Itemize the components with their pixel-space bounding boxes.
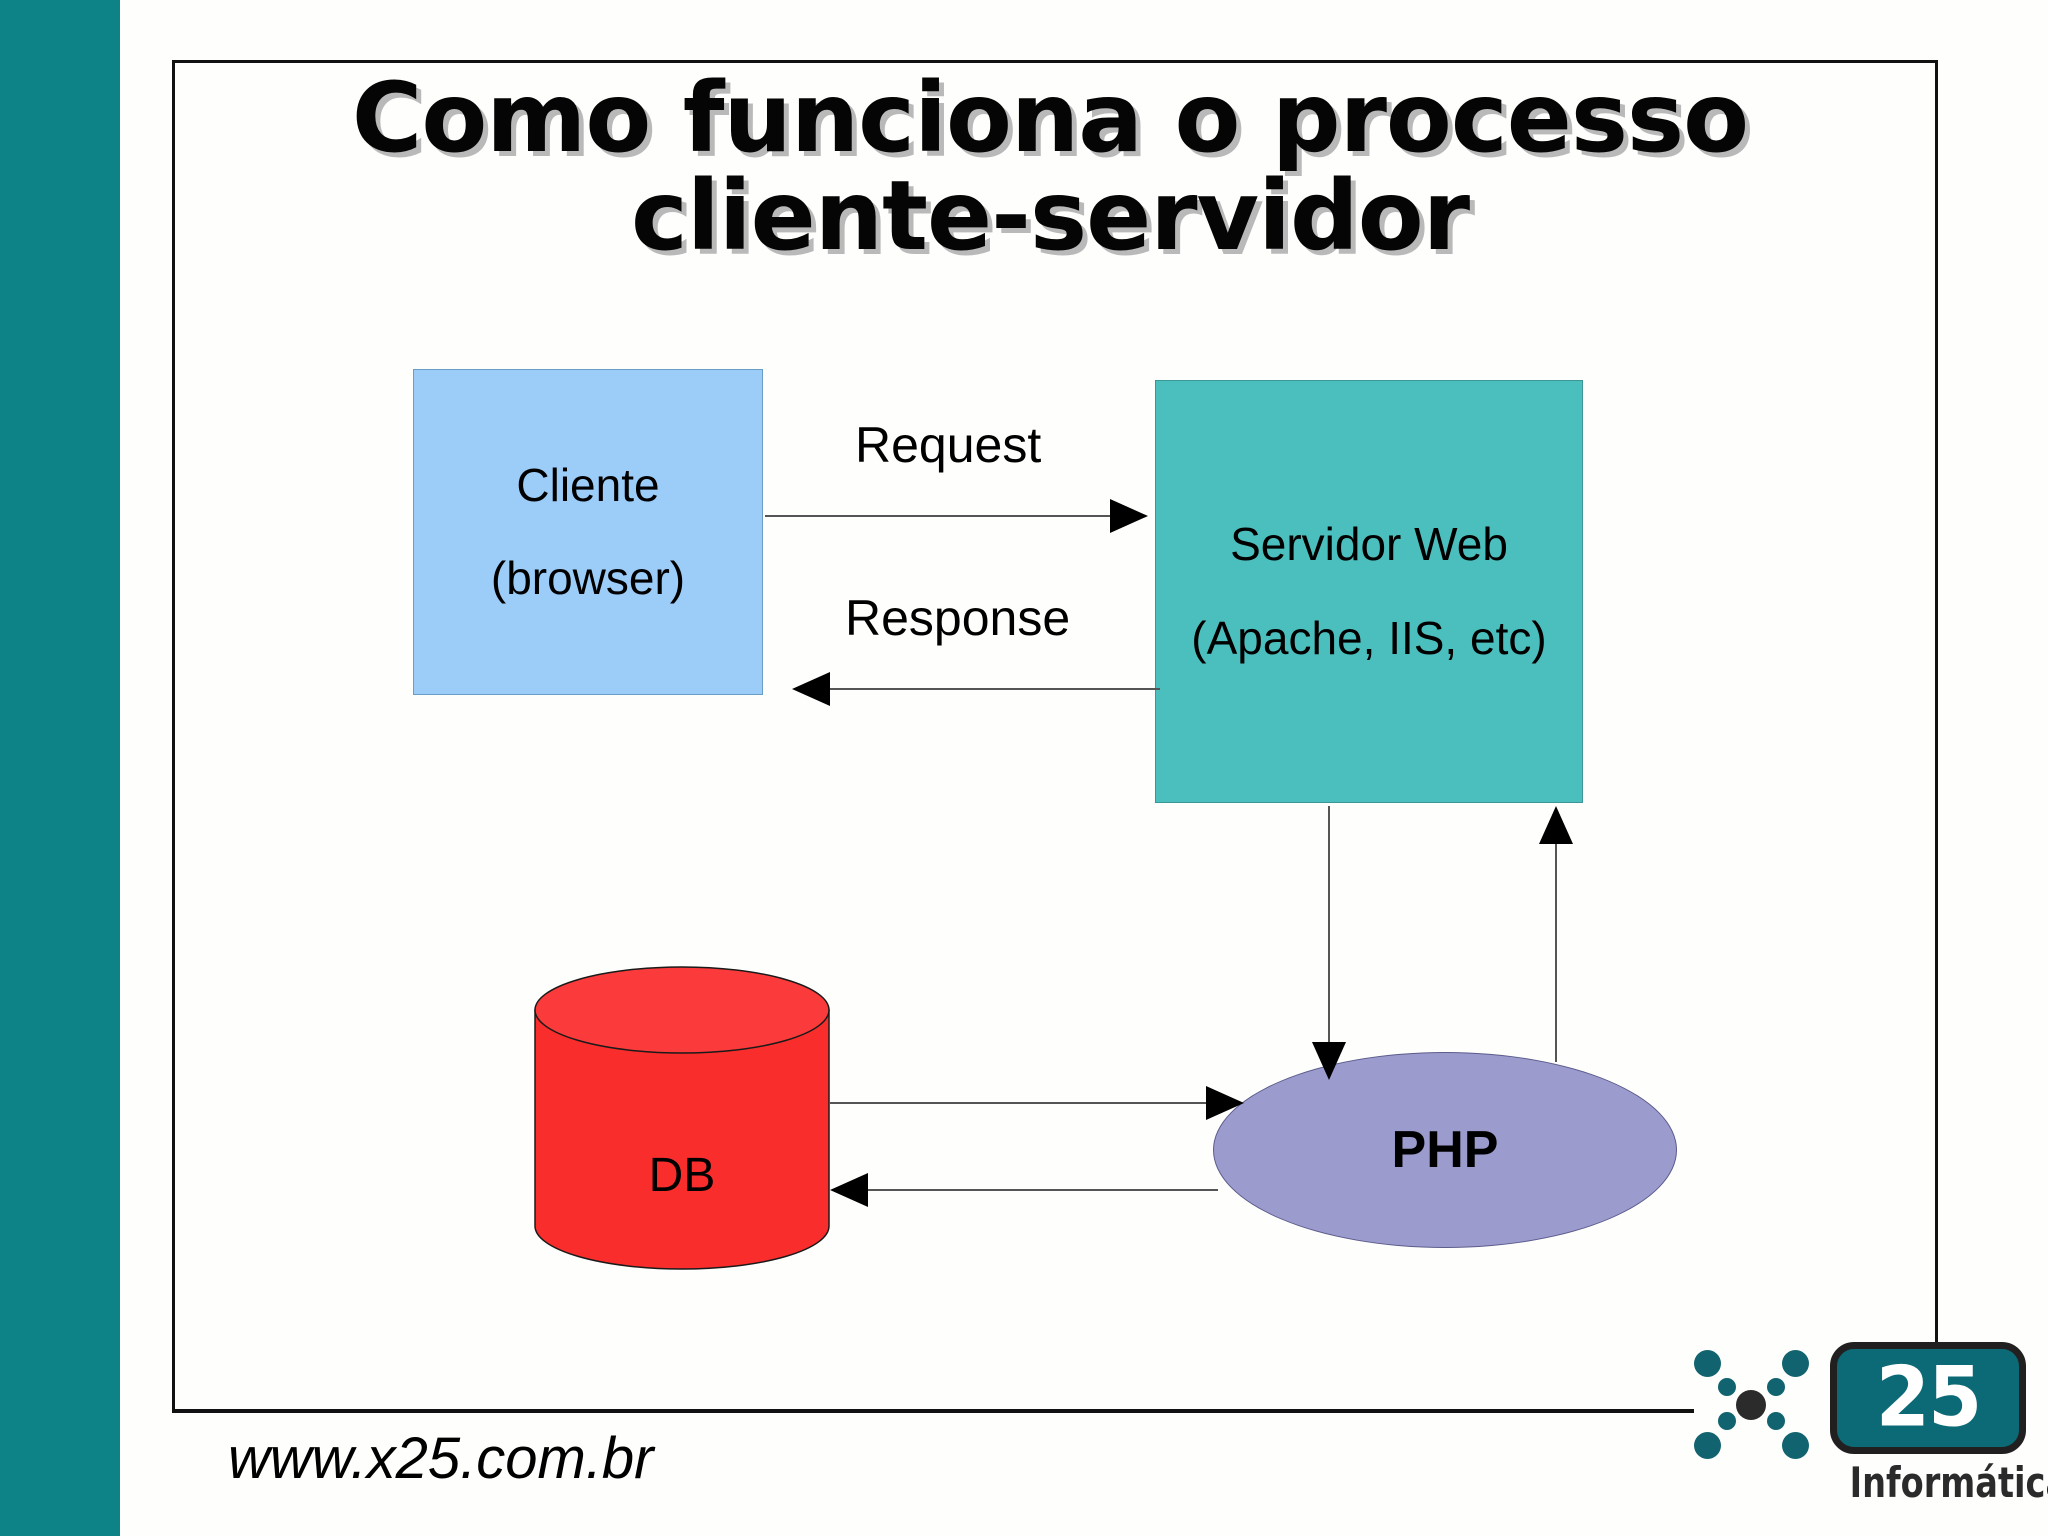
node-cliente-label-line2: (browser) (490, 552, 686, 604)
content-frame (172, 60, 1938, 1412)
logo-dot (1782, 1432, 1809, 1459)
frame-bottom-rule (172, 1409, 1694, 1413)
edge-server-to-php-line (1328, 806, 1330, 1046)
node-cliente: Cliente (browser) (413, 369, 763, 695)
logo-badge: 25 (1830, 1342, 2026, 1454)
left-accent-stripe (0, 0, 120, 1536)
logo-dot-center (1736, 1390, 1766, 1420)
node-db-label: DB (648, 1149, 716, 1202)
node-servidor-label-line2: (Apache, IIS, etc) (1191, 611, 1547, 664)
node-servidor-web: Servidor Web (Apache, IIS, etc) (1155, 380, 1583, 803)
edge-response-arrowhead (792, 672, 830, 706)
edge-request-label: Request (855, 417, 1042, 473)
edge-php-to-db-arrowhead (830, 1173, 868, 1207)
edge-db-to-php-line (830, 1102, 1210, 1104)
node-php: PHP (1213, 1052, 1677, 1248)
x-dots-icon (1694, 1350, 1810, 1459)
cylinder-icon (534, 966, 830, 1270)
logo-subtitle: Informática (1849, 1458, 2048, 1507)
logo-dot (1694, 1350, 1721, 1377)
node-php-label: PHP (1391, 1121, 1499, 1179)
node-cliente-label-line1: Cliente (516, 458, 660, 511)
edge-response-label: Response (845, 590, 1071, 646)
logo-dot (1767, 1378, 1785, 1396)
logo-badge-number: 25 (1875, 1350, 1983, 1446)
edge-response-line (830, 688, 1160, 690)
logo-dot (1782, 1350, 1809, 1377)
edge-php-to-server-line (1555, 842, 1557, 1062)
logo-dot (1767, 1412, 1785, 1430)
logo-dot (1718, 1412, 1736, 1430)
page-title: Como funciona o processo cliente-servido… (351, 62, 1749, 272)
edge-server-to-php-arrowhead (1312, 1042, 1346, 1080)
edge-db-to-php-arrowhead (1206, 1086, 1244, 1120)
logo-dot (1718, 1378, 1736, 1396)
brand-logo: 25 Informática (1694, 1342, 2048, 1528)
edge-request-line (765, 515, 1110, 517)
logo-dot (1694, 1432, 1721, 1459)
edge-php-to-server-arrowhead (1539, 806, 1573, 844)
footer-url: www.x25.com.br (228, 1426, 654, 1491)
node-servidor-label-line1: Servidor Web (1230, 518, 1508, 571)
edge-request-arrowhead (1110, 499, 1148, 533)
node-db-cylinder (534, 966, 830, 1270)
edge-php-to-db-line (868, 1189, 1218, 1191)
